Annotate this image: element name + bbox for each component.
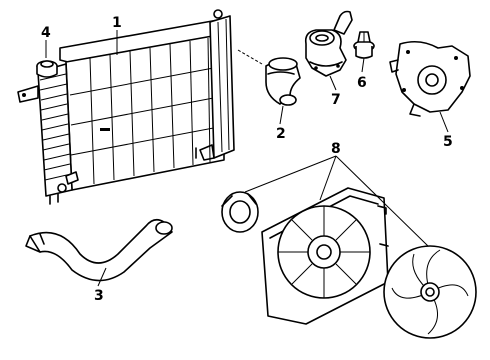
- fan-shroud: [261, 187, 389, 325]
- lower-hose: [25, 218, 173, 282]
- callout-8: 8: [331, 141, 341, 157]
- callout-5: 5: [443, 134, 453, 150]
- leader-lines: [45, 30, 449, 287]
- callout-7: 7: [331, 92, 341, 108]
- callout-4: 4: [41, 25, 51, 41]
- callout-1: 1: [112, 15, 122, 31]
- thermostat: [353, 31, 375, 59]
- water-pump: [389, 40, 471, 117]
- radiator: [17, 9, 235, 205]
- callout-3: 3: [94, 288, 104, 304]
- thermostat-housing: [304, 10, 353, 77]
- upper-hose: [265, 57, 301, 106]
- radiator-cap: [36, 60, 58, 78]
- callout-2: 2: [276, 126, 286, 142]
- callouts: 1 2 3 4 5 6 7 8: [41, 15, 453, 304]
- fan-motor: [221, 191, 259, 233]
- callout-6: 6: [357, 75, 367, 91]
- fan-blade: [383, 245, 477, 339]
